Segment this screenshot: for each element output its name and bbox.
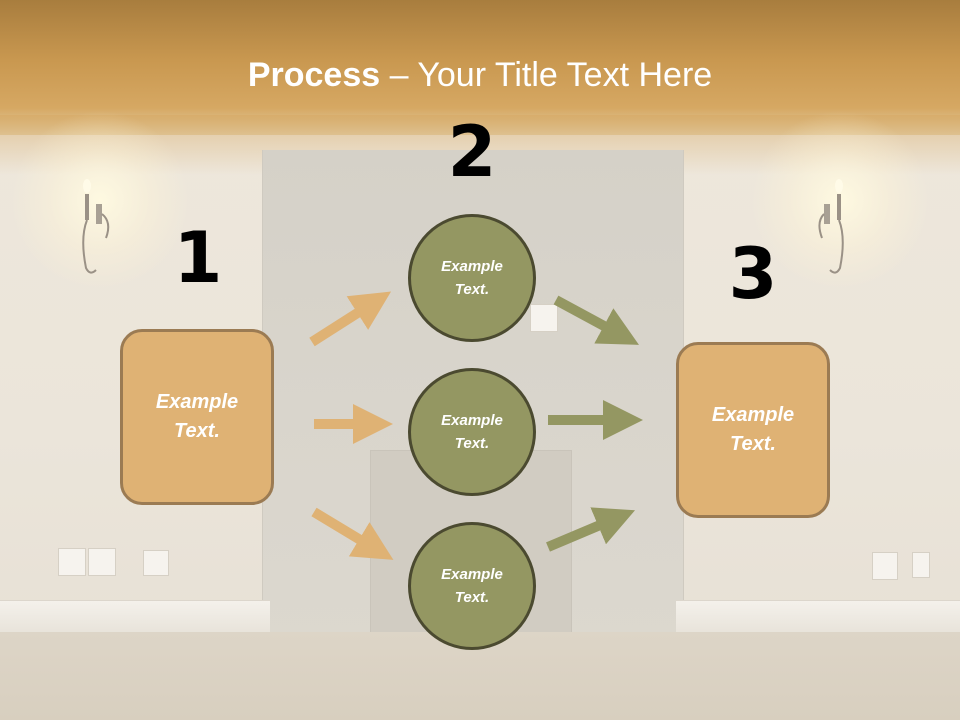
skirting-board-right — [676, 600, 960, 633]
wall-socket-icon — [58, 548, 86, 576]
arrow-to-item-1 — [309, 291, 392, 347]
arrow-from-item-1 — [553, 295, 639, 345]
ceiling-band — [0, 0, 960, 135]
wall-sconce-right-icon — [818, 179, 844, 274]
light-switch-icon — [530, 304, 558, 332]
step-number-2: 2 — [447, 111, 497, 193]
wall-sconce-left-icon — [82, 179, 110, 274]
wall-socket-icon — [88, 548, 116, 576]
step-2-item-3-text: Example Text. — [441, 566, 503, 606]
light-switch-icon — [143, 550, 169, 576]
title-rest: – Your Title Text Here — [380, 56, 713, 94]
step-number-3: 3 — [728, 233, 778, 315]
step-3-box: Example Text. — [676, 342, 830, 518]
title-bold: Process — [247, 56, 381, 94]
skirting-board-left — [0, 600, 270, 633]
step-2-item-2: Example Text. — [408, 368, 536, 496]
step-2-item-2-text: Example Text. — [441, 412, 503, 452]
arrow-from-item-3 — [546, 507, 636, 552]
step-2-item-1: Example Text. — [408, 214, 536, 342]
step-2-item-1-text: Example Text. — [441, 258, 503, 298]
step-3-text: Example Text. — [711, 404, 795, 455]
lamp-glow-left — [10, 110, 190, 290]
wall-socket-icon — [872, 552, 898, 580]
step-1-box: Example Text. — [120, 329, 274, 505]
step-number-1: 1 — [173, 217, 223, 299]
arrow-to-item-3 — [311, 507, 394, 560]
light-switch-icon — [912, 552, 930, 578]
slide-title: Process – Your Title Text Here — [0, 50, 960, 100]
step-1-text: Example Text. — [155, 391, 239, 442]
step-2-item-3: Example Text. — [408, 522, 536, 650]
